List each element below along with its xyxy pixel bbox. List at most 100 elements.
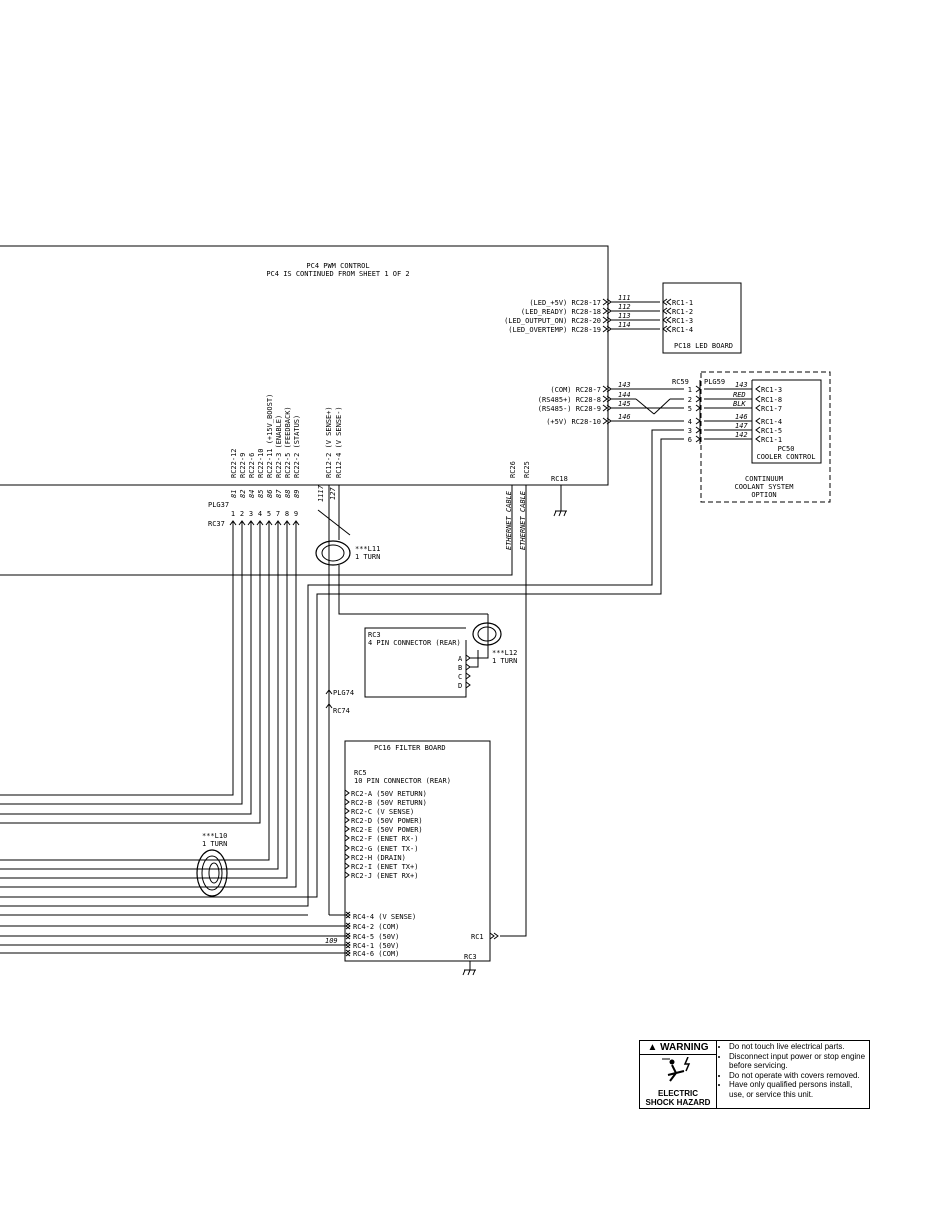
led-signal-label: (LED_+5V) RC28-17 — [529, 299, 601, 307]
rc2-pin: RC2-F (ENET RX-) — [351, 835, 418, 843]
plg74-label: PLG74 — [333, 689, 354, 697]
pc4-box: PC4 PWM CONTROL PC4 IS CONTINUED FROM SH… — [0, 245, 609, 486]
ethernet-section: RC26 RC25 ETHERNET CABLE ETHERNET CABLE … — [0, 461, 568, 937]
rc22-column-label: RC22-5 (FEEDBACK) — [284, 406, 292, 478]
rc3-ground — [462, 969, 476, 976]
cooler-right-wire: 146 — [735, 413, 748, 421]
plg37-pin: 5 — [267, 510, 271, 518]
rc22-column-label: RC22-2 (STATUS) — [293, 415, 301, 478]
led-signal-label: (LED_READY) RC28-18 — [521, 308, 601, 316]
rc22-column-label: RC22-6 — [248, 453, 256, 478]
rc3-subtitle: 4 PIN CONNECTOR (REAR) — [368, 639, 461, 647]
warning-label: ▲ WARNING ELECTRIC SHOCK HAZARD Do not t… — [639, 1040, 870, 1109]
led-wire-number: 111 — [618, 294, 631, 302]
ethernet-cable-label: ETHERNET CABLE — [505, 490, 513, 550]
plg37-wire-number: 87 — [275, 489, 283, 498]
warning-instructions: Do not touch live electrical parts. Disc… — [717, 1041, 869, 1108]
plg59-label: PLG59 — [704, 378, 725, 386]
rc4-pin: RC4-4 (V SENSE) — [353, 913, 416, 921]
warning-item: Disconnect input power or stop engine be… — [729, 1052, 866, 1071]
l12-choke: ***L12 1 TURN — [472, 622, 517, 665]
rc2-pin: RC2-C (V SENSE) — [351, 808, 414, 816]
led-pin: RC1-2 — [672, 308, 693, 316]
plg37-wire-number: 88 — [284, 490, 292, 498]
plg37-label: PLG37 — [208, 501, 229, 509]
electric-shock-hazard-text: ELECTRIC SHOCK HAZARD — [646, 1089, 711, 1108]
l12-turns: 1 TURN — [492, 657, 517, 665]
l10-turns: 1 TURN — [202, 840, 227, 848]
rc2-pin: RC2-E (50V POWER) — [351, 826, 423, 834]
rc4-pin: RC4-5 (50V) — [353, 933, 399, 941]
pc50-subtitle: COOLER CONTROL — [756, 453, 815, 461]
rc74-label: RC74 — [333, 707, 350, 715]
warning-triangle-icon: ▲ — [647, 1042, 658, 1053]
pc18-led-board — [662, 282, 742, 354]
rc59-label: RC59 — [672, 378, 689, 386]
plg74-connector: PLG74 RC74 — [325, 689, 354, 715]
cooler-pin: 1 — [688, 386, 692, 394]
warning-symbol-panel: ▲ WARNING ELECTRIC SHOCK HAZARD — [640, 1041, 717, 1108]
warning-item: Do not touch live electrical parts. — [729, 1042, 866, 1052]
pc50-pin: RC1-7 — [761, 405, 782, 413]
led-signal-row: (LED_OVERTEMP) RC28-19 114 RC1-4 — [508, 321, 693, 334]
warning-item: Do not operate with covers removed. — [729, 1071, 866, 1081]
cooler-pin: 6 — [688, 436, 692, 444]
plg37-wire-number: 82 — [239, 490, 247, 498]
rc4-pin-list: RC4-4 (V SENSE) RC4-2 (COM) RC4-5 (50V) … — [345, 911, 416, 958]
rc18-label: RC18 — [551, 475, 568, 483]
cooler-signal-label: (COM) RC28-7 — [550, 386, 601, 394]
rc4-pin: RC4-1 (50V) — [353, 942, 399, 950]
led-wire-number: 113 — [618, 312, 631, 320]
pc50-pin: RC1-5 — [761, 427, 782, 435]
rc12-wire: 1117 — [317, 484, 325, 502]
ethernet-cable-label: ETHERNET CABLE — [519, 490, 527, 550]
plg37-pin: 2 — [240, 510, 244, 518]
warning-title-text: WARNING — [660, 1042, 709, 1053]
rc2-pin: RC2-I (ENET TX+) — [351, 863, 418, 871]
l12-name: ***L12 — [492, 649, 517, 657]
hazard-line: ELECTRIC — [657, 1089, 698, 1098]
rc18-ground — [553, 510, 567, 517]
plg37-pin: 7 — [276, 510, 280, 518]
rc2-pin: RC2-H (DRAIN) — [351, 854, 406, 862]
led-signal-label: (LED_OUTPUT_ON) RC28-20 — [504, 317, 601, 325]
rc12-label: RC12-2 (V SENSE+) — [325, 406, 333, 478]
rc22-column-label: RC22-11 (+15V_BOOST) — [266, 394, 274, 478]
rc12-section: RC12-2 (V SENSE+) RC12-4 (V SENSE-) 1117… — [317, 406, 488, 916]
led-pin: RC1-3 — [672, 317, 693, 325]
rc4-pin: RC4-6 (COM) — [353, 950, 399, 958]
rc22-column-label: RC22-10 — [257, 448, 265, 478]
led-wire-number: 112 — [618, 303, 631, 311]
rc3-connector: RC3 4 PIN CONNECTOR (REAR) A B C D — [364, 614, 489, 698]
rc22-column-label: RC22-3 (ENABLE) — [275, 415, 283, 478]
plg37-wire-number: 84 — [248, 490, 256, 498]
rc2-pin: RC2-G (ENET TX-) — [351, 845, 418, 853]
plg37-section: PLG37 RC37 RC22-12 RC22-9 RC22-6 RC22-10… — [0, 394, 301, 888]
l10-name: ***L10 — [202, 832, 227, 840]
pc16-title: PC16 FILTER BOARD — [374, 744, 446, 752]
cooler-right-wire: RED — [733, 391, 746, 399]
option-line: COOLANT SYSTEM — [734, 483, 793, 491]
pc50-box — [751, 379, 822, 464]
pc50-pin: RC1-8 — [761, 396, 782, 404]
cooler-right-wire: 143 — [735, 381, 748, 389]
plg37-pin: 8 — [285, 510, 289, 518]
led-board-title: PC18 LED BOARD — [674, 342, 733, 350]
led-signal-row: (LED_OUTPUT_ON) RC28-20 113 RC1-3 — [504, 312, 693, 325]
led-signal-label: (LED_OVERTEMP) RC28-19 — [508, 326, 601, 334]
coolant-option-box — [700, 371, 831, 503]
led-signal-row: (LED_+5V) RC28-17 111 RC1-1 — [529, 294, 693, 307]
pc50-pin: RC1-4 — [761, 418, 782, 426]
cooler-wire-number: 144 — [618, 391, 631, 399]
option-line: CONTINUUM — [745, 475, 783, 483]
rc22-column-label: RC22-9 — [239, 453, 247, 478]
cooler-wire-number: 146 — [618, 413, 631, 421]
rc37-label: RC37 — [208, 520, 225, 528]
cooler-signal-label: (+5V) RC28-10 — [546, 418, 601, 426]
rc2-pin: RC2-D (50V POWER) — [351, 817, 423, 825]
option-line: OPTION — [751, 491, 776, 499]
rc25-label: RC25 — [523, 461, 531, 478]
l11-choke: ***L11 1 TURN — [315, 540, 380, 566]
cooler-wire-number: 145 — [618, 400, 631, 408]
